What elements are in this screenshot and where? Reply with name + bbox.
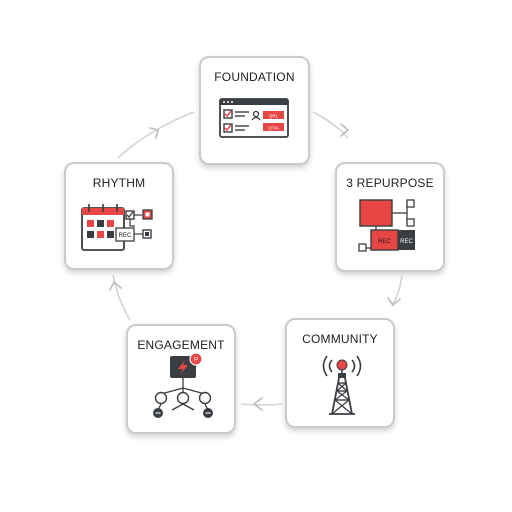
connector-engagement-rhythm bbox=[112, 274, 131, 321]
rhythm-tag: REC bbox=[119, 233, 132, 239]
foundation-tag-1: QRL bbox=[269, 113, 279, 118]
node-engagement-title: ENGAGEMENT bbox=[137, 338, 225, 352]
arrowhead-community-engagement bbox=[253, 397, 263, 411]
arrowhead-repurpose-community bbox=[387, 297, 401, 306]
content-tree-icon: REC REC bbox=[358, 199, 415, 252]
node-rhythm[interactable]: RHYTHM REC bbox=[64, 162, 174, 270]
node-repurpose[interactable]: 3 REPURPOSE REC REC bbox=[335, 162, 445, 272]
svg-text:P: P bbox=[194, 358, 198, 364]
node-community[interactable]: COMMUNITY bbox=[285, 318, 395, 428]
broadcast-tower-icon bbox=[322, 355, 362, 415]
arrowhead-foundation-repurpose bbox=[340, 123, 349, 137]
connector-foundation-repurpose bbox=[312, 111, 349, 139]
connector-repurpose-community bbox=[391, 275, 403, 307]
checklist-window-icon: QRL QTIA bbox=[219, 98, 289, 138]
node-repurpose-title: 3 REPURPOSE bbox=[346, 176, 434, 190]
foundation-tag-2: QTIA bbox=[268, 125, 279, 130]
arrowhead-engagement-rhythm bbox=[109, 281, 122, 291]
node-foundation[interactable]: FOUNDATION QRL QTIA bbox=[199, 56, 310, 165]
node-foundation-title: FOUNDATION bbox=[214, 70, 295, 84]
calendar-schedule-icon: REC bbox=[81, 204, 153, 251]
node-rhythm-title: RHYTHM bbox=[92, 176, 146, 190]
repurpose-tag-2: REC bbox=[400, 239, 413, 245]
node-engagement[interactable]: ENGAGEMENT P bbox=[126, 324, 236, 434]
network-hub-icon: P bbox=[153, 352, 213, 418]
connector-rhythm-foundation bbox=[117, 111, 195, 159]
arrowhead-rhythm-foundation bbox=[149, 127, 159, 139]
connector-community-engagement bbox=[240, 403, 283, 406]
node-community-title: COMMUNITY bbox=[302, 332, 378, 346]
repurpose-tag-1: REC bbox=[378, 239, 391, 245]
